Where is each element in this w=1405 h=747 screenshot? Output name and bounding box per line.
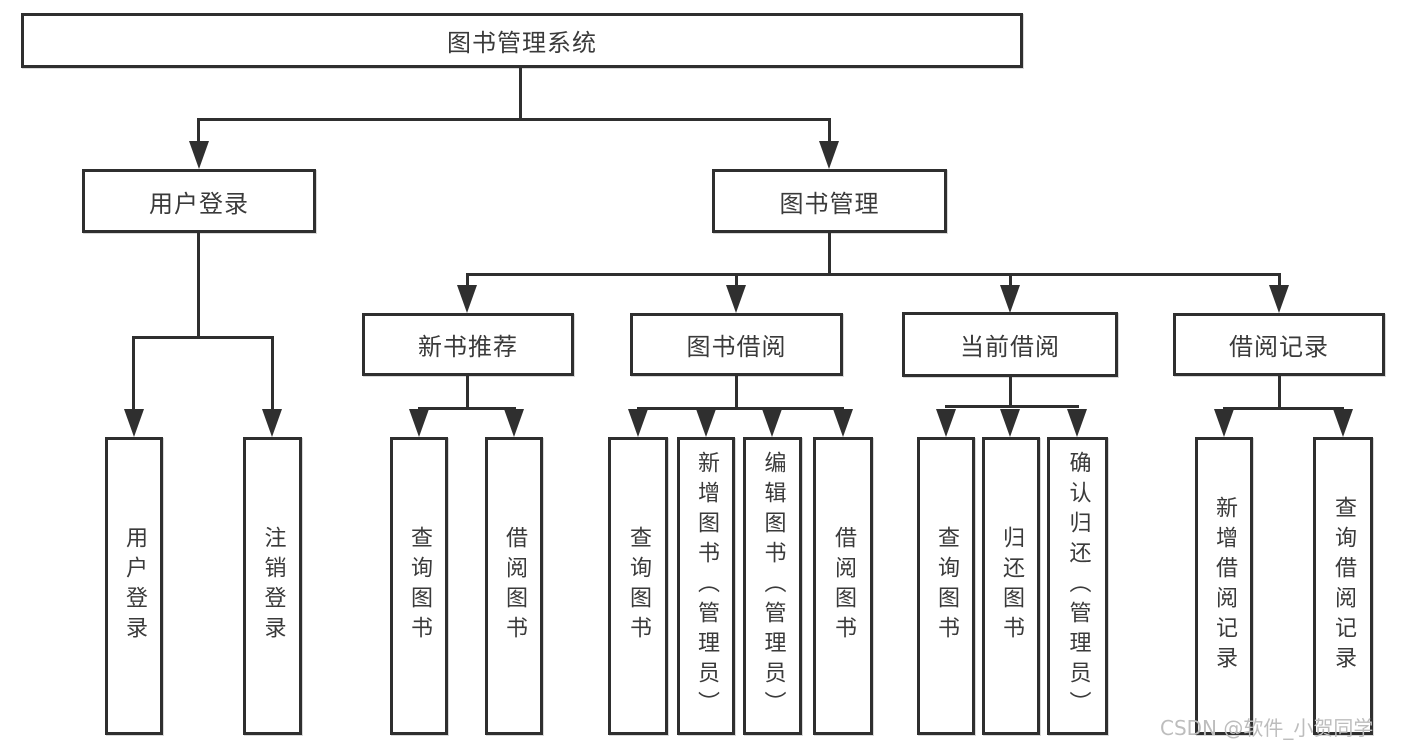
connector-book-management-stub [828,233,831,276]
leaf-logout-login: 注销登录 [243,437,302,735]
connector-to-book-borrow [735,273,738,289]
leaf-current-return-books: 归还图书 [982,437,1040,735]
connector-to-new-book [466,273,469,289]
leaf-label: 归还图书 [999,526,1024,646]
connector-current-borrow-rail [945,405,1079,408]
node-borrow-records: 借阅记录 [1173,313,1385,376]
leaf-newbook-query-books: 查询图书 [390,437,448,735]
leaf-user-login: 用户登录 [105,437,163,735]
connector-new-book-stub [466,376,469,410]
node-label: 新书推荐 [418,333,518,361]
arrow-into-current-borrow [1000,285,1020,313]
connector-to-borrow-records [1278,273,1281,289]
arrow-into-cb-confirm [1067,409,1087,437]
arrow-into-br-query [1333,409,1353,437]
leaf-label: 查询图书 [407,526,432,646]
leaf-borrow-borrow-books: 借阅图书 [813,437,873,735]
connector-to-user-login [197,118,200,146]
leaf-label: 确认归还（管理员） [1065,451,1091,721]
arrow-into-br-add [1214,409,1234,437]
connector-to-book-management [828,118,831,146]
leaf-label: 借阅图书 [831,526,856,646]
leaf-label: 查询图书 [934,526,959,646]
leaf-label: 编辑图书（管理员） [760,451,786,721]
leaf-borrow-add-books-admin: 新增图书（管理员） [677,437,735,735]
connector-user-login-rail [133,336,274,339]
leaf-label: 用户登录 [122,526,147,646]
connector-borrow-records-rail [1223,407,1344,410]
arrow-into-borrow-records [1269,285,1289,313]
connector-level3-rail [466,273,1281,276]
arrow-into-nb-query [409,409,429,437]
node-book-management: 图书管理 [712,169,947,233]
arrow-into-cb-return [1000,409,1020,437]
node-book-borrow: 图书借阅 [630,313,843,376]
arrow-into-user-login [189,141,209,169]
arrow-into-bb-query [628,409,648,437]
arrow-into-new-book [457,285,477,313]
leaf-label: 新增借阅记录 [1212,496,1237,676]
arrow-into-leaf-logout [262,409,282,437]
leaf-borrow-query-books: 查询图书 [608,437,668,735]
node-library-management-system: 图书管理系统 [21,13,1023,68]
arrow-into-bb-borrow [833,409,853,437]
node-label: 图书管理系统 [447,29,597,57]
node-new-book-recommend: 新书推荐 [362,313,574,376]
connector-root-stub [519,68,522,121]
arrow-into-book-borrow [726,285,746,313]
leaf-borrow-edit-books-admin: 编辑图书（管理员） [743,437,802,735]
leaf-label: 新增图书（管理员） [694,451,719,721]
leaf-newbook-borrow-books: 借阅图书 [485,437,543,735]
leaf-label: 查询图书 [626,526,651,646]
connector-book-borrow-rail [637,407,844,410]
leaf-current-confirm-return-admin: 确认归还（管理员） [1047,437,1108,735]
leaf-current-query-books: 查询图书 [917,437,975,735]
node-label: 图书管理 [779,189,880,218]
csdn-watermark: CSDN @软件_小贺同学 [1160,716,1374,740]
connector-to-leaf-user-login [132,336,135,412]
leaf-label: 借阅图书 [502,526,527,646]
arrow-into-leaf-user-login [124,409,144,437]
arrow-into-nb-borrow [504,409,524,437]
arrow-into-bb-add [696,409,716,437]
arrow-into-bb-edit [762,409,782,437]
connector-to-current-borrow [1009,273,1012,289]
node-current-borrow: 当前借阅 [902,312,1118,377]
leaf-label: 查询借阅记录 [1331,496,1356,676]
connector-new-book-rail [418,407,516,410]
connector-to-leaf-logout [271,336,274,412]
connector-book-borrow-stub [735,376,738,410]
leaf-records-query-record: 查询借阅记录 [1313,437,1373,735]
connector-current-borrow-stub [1009,377,1012,408]
node-label: 图书借阅 [686,333,787,361]
leaf-label: 注销登录 [260,526,286,646]
arrow-into-cb-query [936,409,956,437]
connector-level2-rail [197,118,831,121]
connector-user-login-stub [197,233,200,339]
node-label: 用户登录 [149,189,249,218]
node-label: 借阅记录 [1229,333,1329,361]
node-label: 当前借阅 [960,333,1060,361]
connector-borrow-records-stub [1278,376,1281,410]
arrow-into-book-management [819,141,839,169]
leaf-records-add-record: 新增借阅记录 [1195,437,1253,735]
node-user-login: 用户登录 [82,169,316,233]
